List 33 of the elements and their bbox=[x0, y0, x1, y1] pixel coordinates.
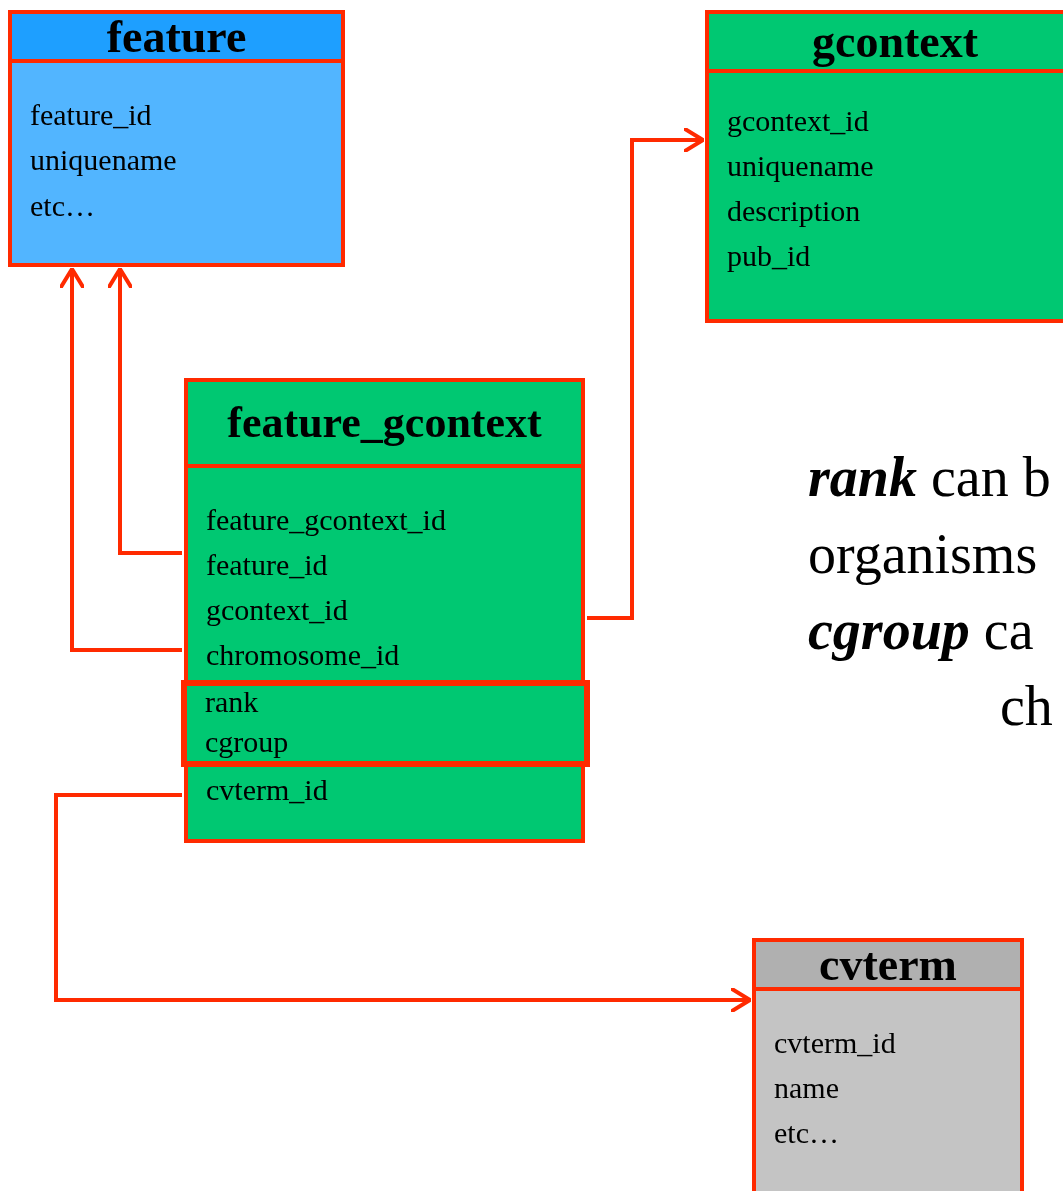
field-name: cvterm_id bbox=[774, 1025, 896, 1061]
table-name: gcontext bbox=[811, 18, 979, 65]
field-name: name bbox=[774, 1070, 839, 1106]
field-name: uniquename bbox=[727, 148, 874, 184]
field-name: gcontext_id bbox=[206, 592, 348, 628]
note-text: ch bbox=[1000, 674, 1053, 738]
field-name: cvterm_id bbox=[206, 772, 328, 808]
field-name: pub_id bbox=[727, 238, 811, 274]
field-name: uniquename bbox=[30, 142, 177, 178]
note-text: rank can b bbox=[808, 445, 1051, 509]
field-name: feature_id bbox=[206, 547, 328, 583]
field-name: cgroup bbox=[205, 724, 289, 760]
arrow bbox=[59, 267, 182, 652]
arrow bbox=[587, 127, 705, 620]
table-name: cvterm bbox=[819, 941, 957, 988]
highlight-box bbox=[181, 680, 590, 767]
field-name: rank bbox=[205, 684, 259, 720]
note-text: cgroup ca bbox=[808, 598, 1034, 662]
field-name: feature_id bbox=[30, 97, 152, 133]
field-name: feature_gcontext_id bbox=[206, 502, 446, 538]
field-name: etc… bbox=[30, 188, 95, 224]
table-box bbox=[705, 10, 1063, 323]
field-name: etc… bbox=[774, 1115, 839, 1151]
table-box bbox=[752, 938, 1024, 1191]
table-box bbox=[8, 10, 345, 267]
table-name: feature bbox=[106, 13, 247, 60]
arrow bbox=[107, 267, 182, 555]
arrow bbox=[54, 793, 752, 1013]
field-name: description bbox=[727, 193, 861, 229]
field-name: gcontext_id bbox=[727, 103, 869, 139]
note-text: organisms bbox=[808, 522, 1038, 586]
table-name: feature_gcontext bbox=[227, 401, 542, 445]
field-name: chromosome_id bbox=[206, 637, 400, 673]
